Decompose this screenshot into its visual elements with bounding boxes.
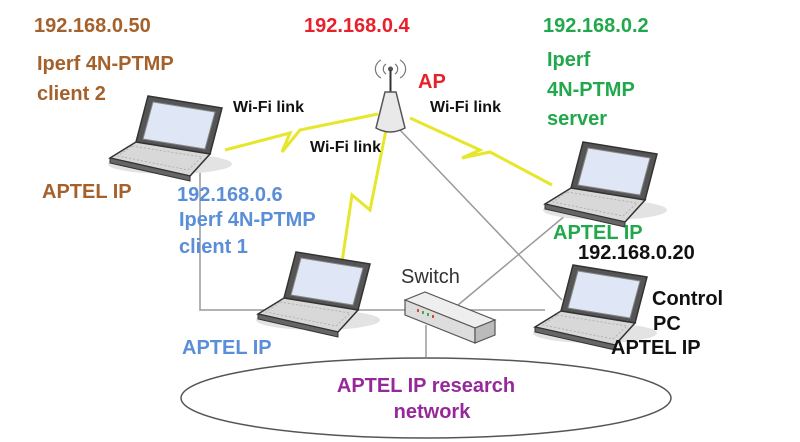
wifi-link-label-left: Wi-Fi link	[233, 99, 304, 116]
server-role-line1: Iperf	[547, 49, 591, 71]
wire-server-switch	[457, 209, 573, 306]
ap-label: AP	[418, 71, 446, 93]
server-role-line2: 4N-PTMP	[547, 79, 635, 101]
control-line1: Control	[652, 288, 723, 310]
client1-aptel: APTEL IP	[182, 337, 272, 359]
client2-role-line1: Iperf 4N-PTMP	[37, 53, 174, 75]
switch-label: Switch	[401, 266, 460, 288]
control-aptel: APTEL IP	[611, 337, 701, 359]
client2-ip: 192.168.0.50	[34, 15, 151, 37]
laptop-client1-icon	[255, 251, 381, 338]
ap-ip: 192.168.0.4	[304, 15, 411, 37]
control-line2: PC	[653, 313, 681, 335]
server-role-line3: server	[547, 108, 607, 130]
client1-role-line2: client 1	[179, 236, 248, 258]
network-label-line2: network	[394, 401, 472, 423]
client1-role-line1: Iperf 4N-PTMP	[179, 209, 316, 231]
client2-role-line2: client 2	[37, 83, 106, 105]
research-network-cloud	[180, 357, 672, 439]
access-point-icon	[374, 59, 407, 133]
client1-ip: 192.168.0.6	[177, 184, 283, 206]
wifi-link-client2	[224, 112, 379, 153]
wifi-links	[224, 112, 553, 263]
wire-ap-control	[399, 129, 563, 301]
wired-links	[199, 129, 573, 357]
switch-icon	[403, 291, 497, 344]
laptop-client2-icon	[107, 95, 233, 182]
laptop-server-icon	[542, 141, 668, 228]
wifi-link-client1	[340, 129, 388, 263]
wifi-link-label-right: Wi-Fi link	[430, 99, 501, 116]
control-ip: 192.168.0.20	[578, 242, 695, 264]
server-ip: 192.168.0.2	[543, 15, 649, 37]
wifi-link-server	[409, 116, 553, 187]
server-aptel: APTEL IP	[553, 222, 643, 244]
client2-aptel: APTEL IP	[42, 181, 132, 203]
wifi-link-label-center: Wi-Fi link	[310, 139, 381, 156]
network-label-line1: APTEL IP research	[337, 375, 515, 397]
